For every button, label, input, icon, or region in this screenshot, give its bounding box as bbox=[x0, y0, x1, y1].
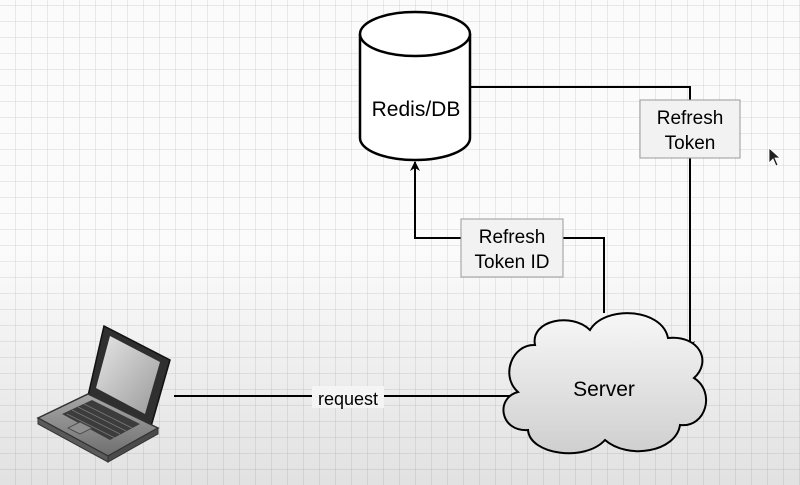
refresh-token-id-label: Refresh Token ID bbox=[460, 218, 564, 278]
refresh-token-id-line1: Refresh bbox=[479, 227, 546, 248]
refresh-token-line1: Refresh bbox=[657, 108, 724, 129]
database-node[interactable]: Redis/DB bbox=[358, 10, 472, 162]
server-label: Server bbox=[573, 378, 635, 401]
edge-request: request bbox=[174, 386, 529, 409]
server-node[interactable]: Server bbox=[502, 312, 708, 455]
edge-refresh-token bbox=[470, 86, 695, 351]
database-label: Redis/DB bbox=[372, 98, 461, 121]
refresh-token-line2: Token bbox=[665, 133, 716, 154]
laptop-icon[interactable] bbox=[36, 324, 171, 463]
cursor-icon bbox=[768, 147, 782, 167]
request-label: request bbox=[318, 389, 378, 409]
refresh-token-id-line2: Token ID bbox=[475, 252, 550, 273]
refresh-token-label: Refresh Token bbox=[639, 99, 741, 159]
